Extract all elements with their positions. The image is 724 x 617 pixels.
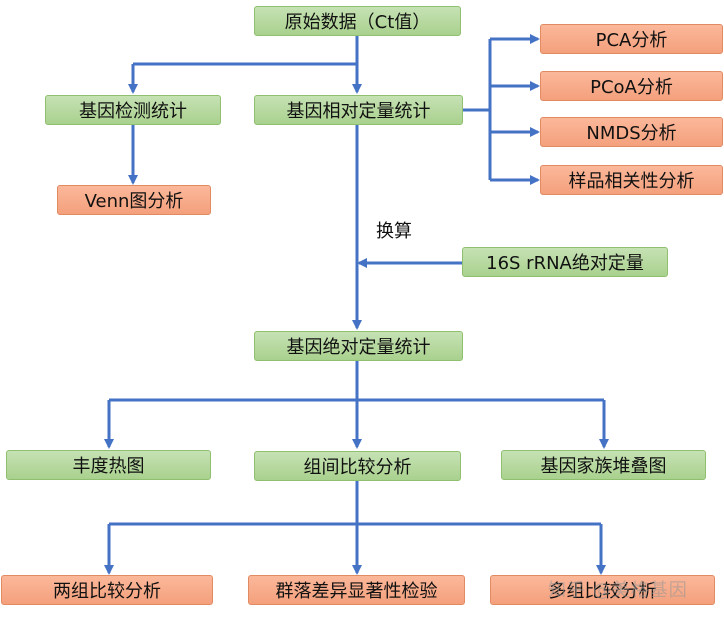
watermark: 知乎 @美格基因 — [548, 580, 688, 601]
node-label: 基因相对定量统计 — [286, 101, 431, 122]
node-label: 原始数据（Ct值） — [284, 12, 431, 33]
node-nmds-analysis: NMDS分析 — [540, 117, 723, 147]
node-label: 多组比较分析 — [548, 581, 657, 602]
node-label: PCoA分析 — [590, 77, 673, 98]
node-label: 组间比较分析 — [303, 457, 412, 478]
node-label: 样品相关性分析 — [568, 171, 695, 192]
node-label: 两组比较分析 — [53, 581, 161, 602]
node-two-group-comparison: 两组比较分析 — [1, 575, 213, 605]
node-16s-rrna-absolute-quant: 16S rRNA绝对定量 — [462, 247, 668, 277]
node-abundance-heatmap: 丰度热图 — [6, 450, 211, 480]
node-intergroup-comparison: 组间比较分析 — [254, 451, 461, 481]
node-gene-detection-stats: 基因检测统计 — [45, 95, 221, 125]
node-gene-relative-quant-stats: 基因相对定量统计 — [254, 95, 463, 125]
node-community-difference-test: 群落差异显著性检验 — [248, 575, 465, 605]
node-label: 丰度热图 — [72, 456, 145, 477]
node-label: PCA分析 — [595, 30, 668, 51]
node-label: 基因绝对定量统计 — [286, 337, 431, 358]
node-pcoa-analysis: PCoA分析 — [540, 71, 723, 101]
node-raw-data: 原始数据（Ct值） — [254, 6, 461, 36]
node-label: 群落差异显著性检验 — [275, 581, 438, 602]
node-label: 基因检测统计 — [79, 101, 187, 122]
node-pca-analysis: PCA分析 — [540, 24, 723, 54]
node-label: Venn图分析 — [84, 191, 184, 212]
edge-label-conversion: 换算 — [376, 221, 412, 242]
node-sample-correlation-analysis: 样品相关性分析 — [540, 165, 723, 195]
node-gene-absolute-quant-stats: 基因绝对定量统计 — [254, 331, 463, 361]
node-label: 基因家族堆叠图 — [540, 456, 667, 477]
node-venn-analysis: Venn图分析 — [57, 185, 211, 215]
node-label: NMDS分析 — [586, 123, 677, 144]
node-gene-family-stacked: 基因家族堆叠图 — [501, 450, 706, 480]
node-label: 16S rRNA绝对定量 — [486, 253, 644, 274]
node-multi-group-comparison: 多组比较分析 — [490, 575, 715, 605]
